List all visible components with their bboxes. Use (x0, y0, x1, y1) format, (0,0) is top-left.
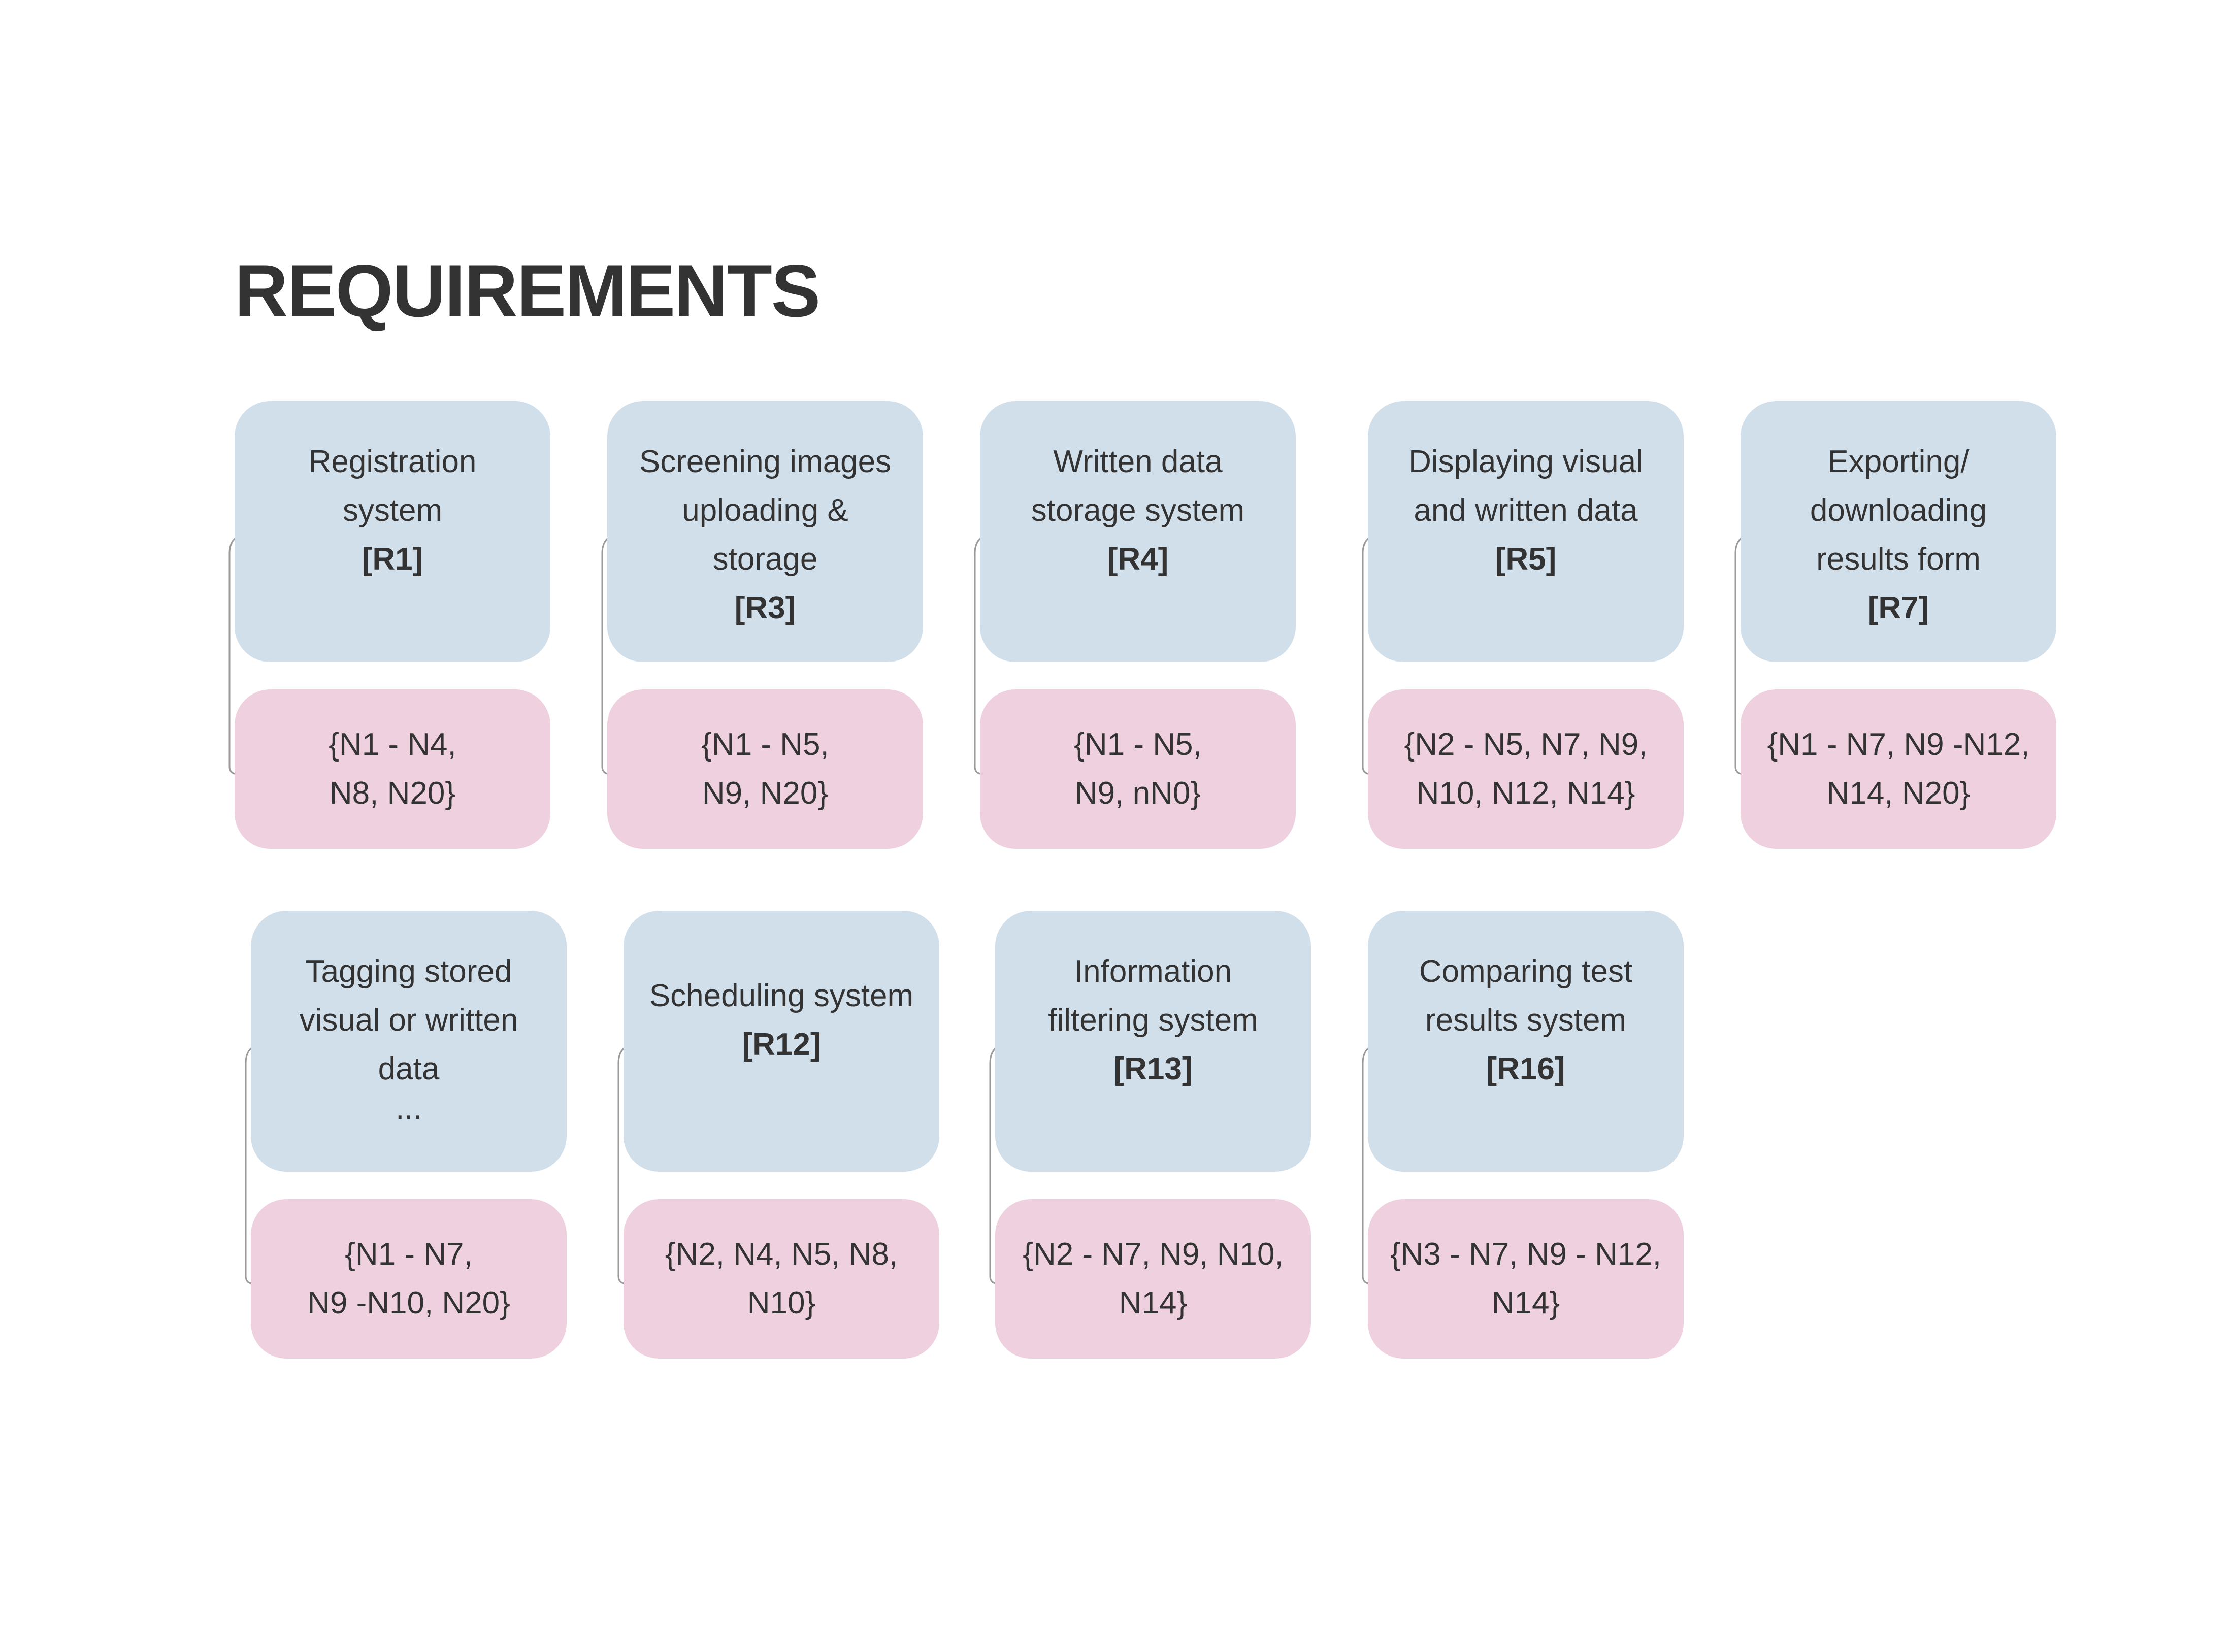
requirement-box: Comparing test results system [R16] (1368, 911, 1684, 1172)
requirement-box: Tagging stored visual or written data ..… (251, 911, 567, 1172)
requirement-code: [R16] (1486, 1051, 1565, 1086)
requirement-box: Information filtering system [R13] (995, 911, 1311, 1172)
requirement-name: Exporting/ downloading results form (1810, 444, 1987, 577)
needs-box: {N1 - N5, N9, N20} (607, 689, 923, 849)
page-title: REQUIREMENTS (235, 249, 821, 332)
requirement-name: Written data storage system (1031, 444, 1245, 528)
requirement-box: Written data storage system [R4] (980, 401, 1296, 662)
requirement-code: [R4] (1107, 542, 1169, 577)
requirement-box: Registration system [R1] (235, 401, 550, 662)
needs-box: {N2 - N5, N7, N9, N10, N12, N14} (1368, 689, 1684, 849)
requirement-box: Exporting/ downloading results form [R7] (1741, 401, 2056, 662)
requirement-box: Scheduling system [R12] (624, 911, 939, 1172)
needs-box: {N1 - N5, N9, nN0} (980, 689, 1296, 849)
needs-box: {N2, N4, N5, N8, N10} (624, 1199, 939, 1359)
needs-box: {N3 - N7, N9 - N12, N14} (1368, 1199, 1684, 1359)
needs-box: {N1 - N4, N8, N20} (235, 689, 550, 849)
requirement-name: Tagging stored visual or written data (299, 954, 518, 1086)
needs-box: {N1 - N7, N9 -N10, N20} (251, 1199, 567, 1359)
requirement-box: Screening images uploading & storage [R3… (607, 401, 923, 662)
needs-box: {N2 - N7, N9, N10, N14} (995, 1199, 1311, 1359)
requirement-name: Scheduling system (649, 978, 914, 1013)
requirement-code: [R13] (1113, 1051, 1193, 1086)
requirement-code: [R1] (362, 542, 423, 577)
requirement-code: [R7] (1867, 590, 1929, 625)
requirement-name: Displaying visual and written data (1408, 444, 1643, 528)
needs-box: {N1 - N7, N9 -N12, N14, N20} (1741, 689, 2056, 849)
requirement-name: Screening images uploading & storage (639, 444, 892, 577)
requirement-name: Registration system (308, 444, 477, 528)
requirement-name: Comparing test results system (1419, 954, 1633, 1038)
requirement-ellipsis: ... (396, 1091, 422, 1126)
requirement-box: Displaying visual and written data [R5] (1368, 401, 1684, 662)
requirement-code: [R5] (1495, 542, 1557, 577)
requirement-code: [R12] (742, 1027, 821, 1062)
requirement-code: [R3] (734, 590, 796, 625)
requirement-name: Information filtering system (1048, 954, 1258, 1038)
